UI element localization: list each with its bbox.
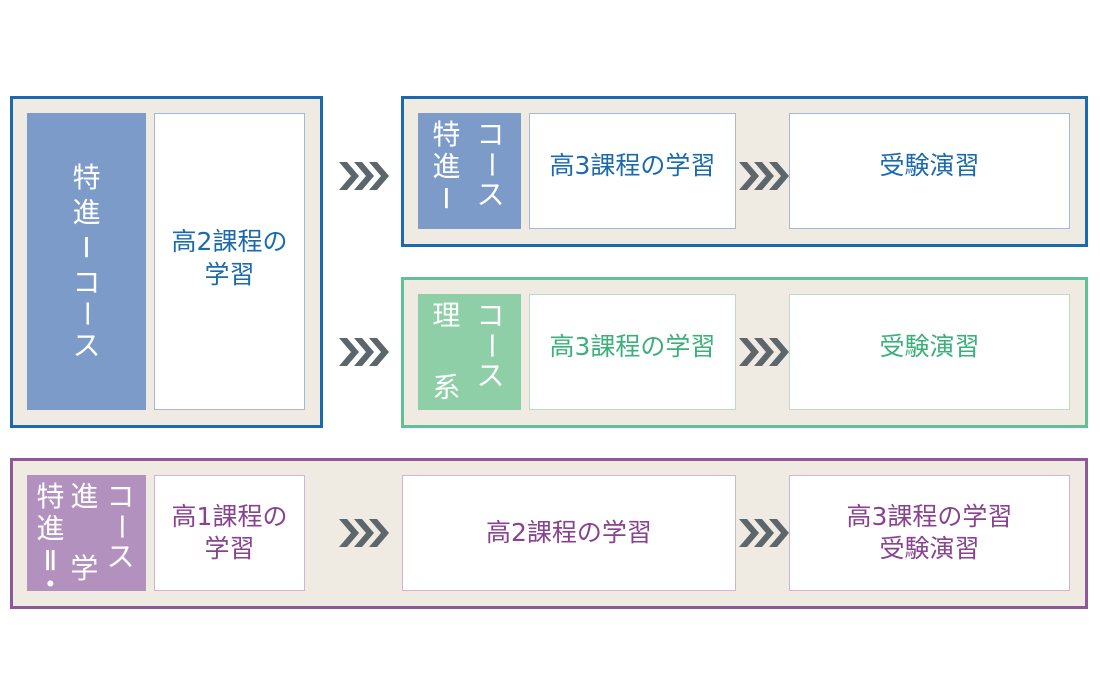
label-char: ー <box>474 332 508 361</box>
box-text: 高3課程の学習 <box>549 331 716 361</box>
grade1-study-box: 高1課程の学習 <box>154 475 305 591</box>
grade3-study-box: 高3課程の学習 <box>529 294 736 410</box>
label-char: コ <box>106 480 135 513</box>
box-text: 高3課程の学習 <box>549 150 716 180</box>
label-char: ー <box>104 513 138 542</box>
triple-chevron-right-icon <box>739 162 789 190</box>
label-char: 学 <box>70 551 99 585</box>
box-text: 高2課程の <box>171 227 288 256</box>
grade2-study-box: 高2課程の学習 <box>402 475 736 591</box>
label-char: 進 <box>36 512 65 546</box>
triple-chevron-right-icon <box>339 519 389 547</box>
exam-practice-box: 受験演習 <box>789 113 1070 229</box>
box-text: 学習 <box>204 534 255 563</box>
label-char: 進 <box>432 150 461 184</box>
triple-chevron-right-icon <box>739 519 789 547</box>
box-text: 受験演習 <box>879 534 980 563</box>
label-char: 系 <box>432 370 461 404</box>
tokushin1-short-label: 特 進 Ⅰ コ ー ス <box>418 113 521 229</box>
box-text: 受験演習 <box>879 150 980 180</box>
label-char: ー <box>70 300 103 328</box>
triple-chevron-right-icon <box>339 162 389 190</box>
grade2-study-box: 高2課程の学習 <box>154 113 305 410</box>
box-text: 高1課程の <box>171 501 288 531</box>
label-char: 理 <box>432 299 461 332</box>
label-char: ス <box>72 329 101 362</box>
label-char: コ <box>72 266 101 299</box>
box-text: 学習 <box>204 259 255 289</box>
label-char: 進 <box>72 196 101 229</box>
grade3-study-box: 高3課程の学習 <box>529 113 736 229</box>
triple-chevron-right-icon <box>339 338 389 366</box>
label-char: 特 <box>72 161 101 194</box>
box-text: 高2課程の学習 <box>486 517 652 547</box>
label-char: ー <box>474 151 508 180</box>
label-char: コ <box>476 118 505 151</box>
label-char: ・ <box>36 567 65 601</box>
label-char: コ <box>476 299 505 332</box>
box-text: 受験演習 <box>879 331 980 361</box>
grade3-exam-box: 高3課程の学習受験演習 <box>789 475 1070 591</box>
label-char: ス <box>476 178 505 212</box>
label-char: Ⅰ <box>442 182 451 216</box>
tokushin2-course-label: 特 進 Ⅱ ・ 進 学 コ ー ス <box>27 475 146 601</box>
triple-chevron-right-icon <box>739 338 789 366</box>
label-char: 進 <box>70 480 99 513</box>
exam-practice-box: 受験演習 <box>789 294 1070 410</box>
label-char: Ⅰ <box>82 231 91 264</box>
label-char: Ⅱ <box>43 544 58 578</box>
label-char: 特 <box>432 118 461 151</box>
label-char: ス <box>476 359 505 393</box>
label-char: ス <box>106 540 135 574</box>
box-text: 高3課程の学習 <box>846 501 1013 531</box>
rikei-course-label: 理 系 コ ー ス <box>418 294 521 410</box>
tokushin1-course-label: 特 進 Ⅰ コ ー ス <box>27 113 146 410</box>
label-char: 特 <box>36 480 65 513</box>
